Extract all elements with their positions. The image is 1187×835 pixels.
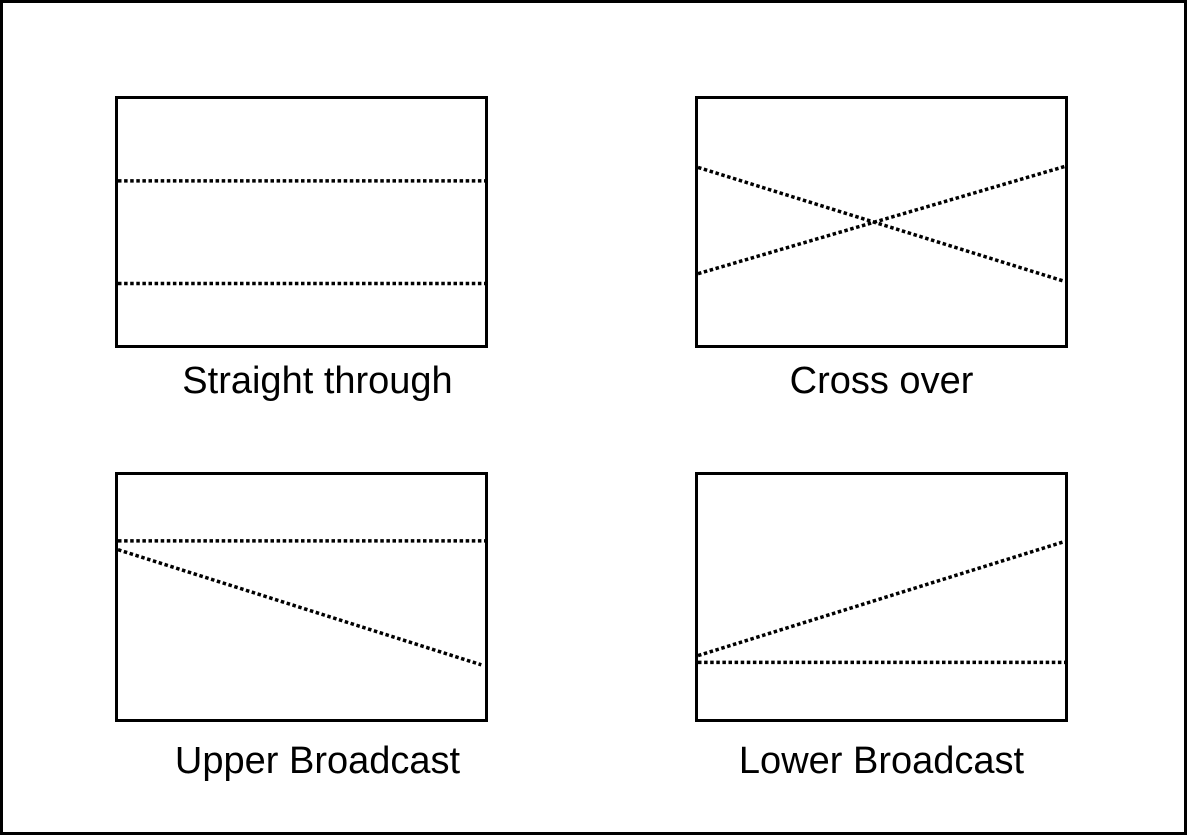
upper-broadcast-label: Upper Broadcast xyxy=(174,740,461,782)
lower-broadcast-box xyxy=(695,472,1068,722)
upper-broadcast-box xyxy=(115,472,488,722)
straight-through-lines xyxy=(118,179,485,286)
cross-over-label: Cross over xyxy=(789,360,974,402)
panel-lower-broadcast: Lower Broadcast xyxy=(695,472,1068,784)
straight-through-box xyxy=(115,96,488,348)
cross-over-box xyxy=(695,96,1068,348)
panel-cross-over: Cross over xyxy=(695,96,1068,404)
straight-through-label: Straight through xyxy=(182,360,453,402)
panel-straight-through: Straight through xyxy=(115,96,488,404)
cross-over-lines xyxy=(698,164,1065,284)
lower-broadcast-label: Lower Broadcast xyxy=(738,740,1025,782)
panel-upper-broadcast: Upper Broadcast xyxy=(115,472,488,784)
upper-broadcast-lines xyxy=(118,539,485,667)
lower-broadcast-lines xyxy=(698,539,1065,665)
